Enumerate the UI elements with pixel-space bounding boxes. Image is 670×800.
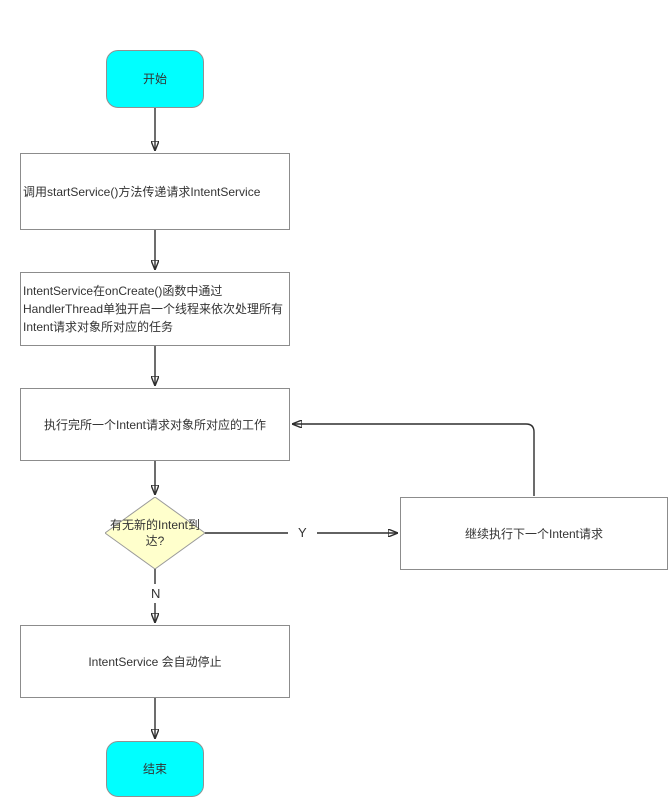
process-execute-work-label: 执行完所一个Intent请求对象所对应的工作 (43, 417, 267, 432)
process-auto-stop[interactable]: IntentService 会自动停止 (20, 625, 290, 698)
start-node[interactable]: 开始 (106, 50, 204, 108)
edge-continue-loop-back (292, 424, 535, 496)
process-continue-next-intent-label: 继续执行下一个Intent请求 (464, 526, 604, 541)
edge-label-yes: Y (296, 525, 309, 540)
start-node-label: 开始 (142, 72, 167, 86)
process-call-startservice[interactable]: 调用startService()方法传递请求IntentService (20, 153, 290, 230)
decision-new-intent-label: 有无新的Intent到达? (109, 518, 201, 548)
decision-diamond-shape (105, 497, 205, 569)
process-oncreate-handlerthread[interactable]: IntentService在onCreate()函数中通过HandlerThre… (20, 272, 290, 346)
process-continue-next-intent[interactable]: 继续执行下一个Intent请求 (400, 497, 668, 570)
process-auto-stop-label: IntentService 会自动停止 (88, 654, 222, 669)
process-execute-work[interactable]: 执行完所一个Intent请求对象所对应的工作 (20, 388, 290, 461)
process-oncreate-handlerthread-label: IntentService在onCreate()函数中通过HandlerThre… (23, 284, 284, 334)
end-node-label: 结束 (142, 762, 167, 776)
end-node[interactable]: 结束 (106, 741, 204, 797)
edge-label-no: N (149, 586, 163, 601)
decision-new-intent[interactable]: 有无新的Intent到达? (105, 497, 205, 569)
process-call-startservice-label: 调用startService()方法传递请求IntentService (23, 184, 261, 199)
